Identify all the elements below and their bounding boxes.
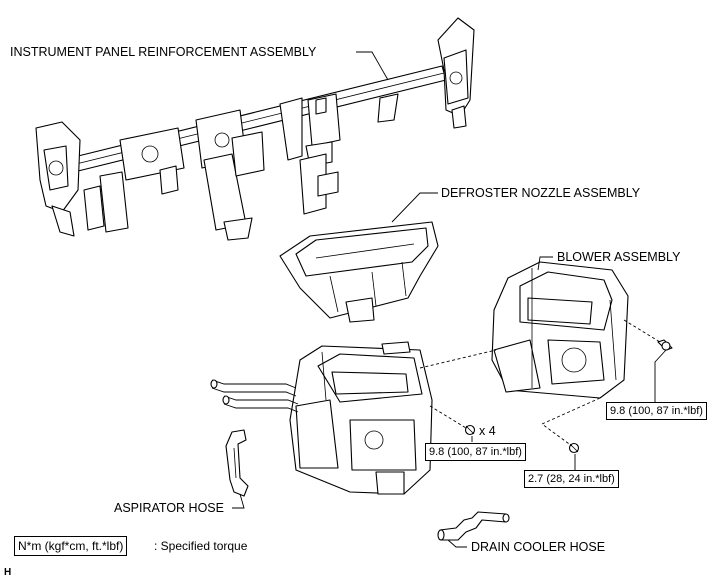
- drain-cooler-hose-label: DRAIN COOLER HOSE: [471, 540, 606, 554]
- defroster-nozzle: [279, 221, 439, 323]
- defroster-nozzle-label: DEFROSTER NOZZLE ASSEMBLY: [441, 186, 641, 200]
- aspirator-hose-label: ASPIRATOR HOSE: [114, 501, 224, 515]
- legend-text: : Specified torque: [154, 539, 248, 553]
- bolt-quantity: x 4: [479, 424, 496, 438]
- heater-pipes: [210, 379, 299, 413]
- blower-assembly-label: BLOWER ASSEMBLY: [557, 250, 681, 264]
- bolt-right: [657, 339, 673, 351]
- leader-lines: [232, 51, 667, 548]
- blower-assembly: [491, 261, 629, 399]
- torque-spec-low: 2.7 (28, 24 in.*lbf): [524, 470, 619, 488]
- torque-spec-right: 9.8 (100, 87 in.*lbf): [606, 402, 707, 420]
- instrument-panel-reinforcement: [35, 17, 475, 241]
- heater-unit: [289, 341, 433, 495]
- legend-unit-box: N*m (kgf*cm, ft.*lbf): [14, 536, 128, 556]
- aspirator-hose-part: [225, 429, 249, 497]
- instrument-panel-label: INSTRUMENT PANEL REINFORCEMENT ASSEMBLY: [10, 45, 317, 59]
- corner-mark: H: [4, 567, 12, 578]
- torque-spec-center: 9.8 (100, 87 in.*lbf): [425, 443, 526, 461]
- drain-cooler-hose-part: [437, 511, 510, 541]
- bolt-center: [464, 424, 476, 436]
- assembly-dashed-lines: [419, 319, 661, 447]
